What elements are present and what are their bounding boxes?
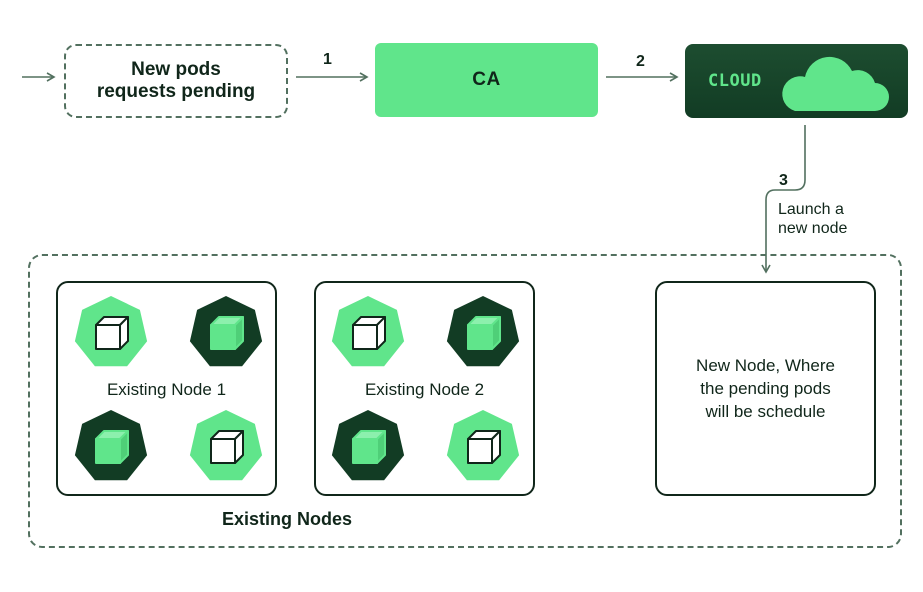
cloud-box: CLOUD: [685, 44, 908, 118]
cloud-label: CLOUD: [708, 71, 762, 91]
pod-cube-icon: [189, 295, 263, 369]
node-2-label: Existing Node 2: [364, 380, 485, 399]
arrow-cloud-to-new-node: [761, 125, 806, 274]
pending-label-line2: requests pending: [96, 81, 256, 102]
pending-pods-box: New pods requests pending: [64, 44, 288, 118]
step-3-label: 3: [779, 172, 788, 189]
pod-cube-icon: [331, 409, 405, 483]
existing-node-1: Existing Node 1: [56, 281, 277, 496]
cluster-autoscaler-box: CA: [375, 43, 598, 117]
launch-line1: Launch a: [778, 201, 844, 218]
pod-cube-icon: [446, 295, 520, 369]
new-node-line3: will be schedule: [705, 402, 826, 421]
pod-cube-icon: [446, 409, 520, 483]
pod-cube-icon: [74, 409, 148, 483]
new-node-line2: the pending pods: [700, 379, 831, 398]
step-1-label: 1: [323, 51, 332, 68]
launch-node-caption: Launch a new node: [778, 200, 847, 238]
launch-line2: new node: [778, 220, 848, 237]
cloud-icon: [782, 56, 889, 111]
existing-nodes-label: Existing Nodes: [222, 509, 353, 529]
pending-label-line1: New pods: [131, 59, 221, 80]
step-2-label: 2: [636, 53, 645, 70]
pod-cube-icon: [331, 295, 405, 369]
pod-cube-icon: [189, 409, 263, 483]
ca-label: CA: [472, 69, 501, 90]
existing-node-2: Existing Node 2: [314, 281, 535, 496]
node-1-label: Existing Node 1: [106, 380, 227, 399]
existing-nodes-group: [28, 254, 902, 548]
pod-cube-icon: [74, 295, 148, 369]
new-node-box: New Node, Where the pending pods will be…: [655, 281, 876, 496]
new-node-line1: New Node, Where: [696, 356, 835, 375]
